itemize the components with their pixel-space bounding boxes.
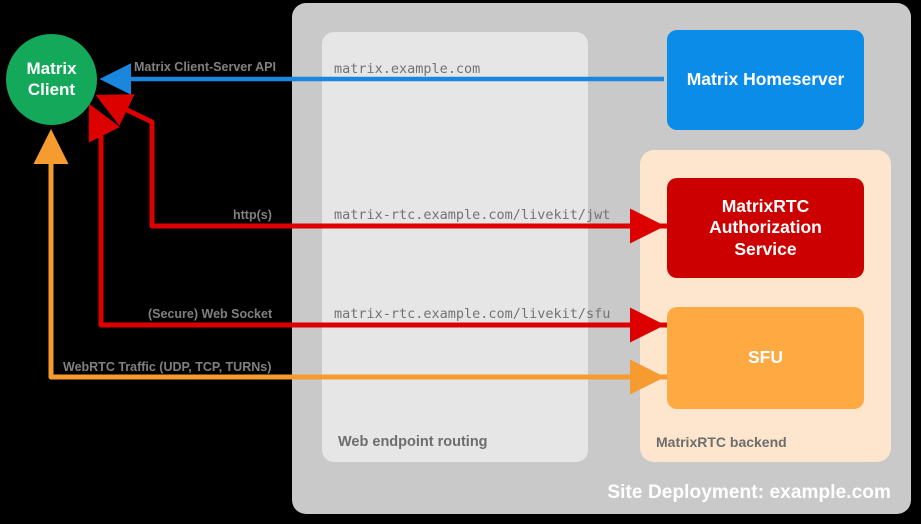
web-endpoint-routing-container: Web endpoint routing [322, 32, 588, 462]
node-matrixrtc-authorization-service[interactable]: MatrixRTC Authorization Service [667, 178, 864, 278]
edge-label-matrix-cs-api: Matrix Client-Server API [134, 60, 276, 74]
endpoint-label-livekit-jwt: matrix-rtc.example.com/livekit/jwt [334, 207, 611, 223]
node-sfu[interactable]: SFU [667, 307, 864, 409]
node-matrix-homeserver-label: Matrix Homeserver [686, 69, 845, 90]
edge-label-secure-web-socket: (Secure) Web Socket [148, 307, 273, 321]
web-endpoint-routing-label: Web endpoint routing [338, 434, 488, 450]
node-matrix-homeserver[interactable]: Matrix Homeserver [667, 30, 864, 130]
node-matrix-client-line1: Matrix [26, 58, 77, 78]
node-auth-line2: Authorization [709, 217, 822, 238]
site-deployment-label: Site Deployment: example.com [607, 482, 891, 503]
endpoint-label-matrix-example-com: matrix.example.com [334, 61, 481, 77]
node-matrix-client-line2: Client [27, 79, 76, 99]
node-auth-line3: Service [734, 238, 797, 259]
node-sfu-label: SFU [748, 347, 783, 368]
edge-label-https: http(s) [233, 208, 272, 222]
matrixrtc-backend-label: MatrixRTC backend [656, 434, 787, 450]
node-auth-line1: MatrixRTC [721, 195, 810, 216]
endpoint-label-livekit-sfu: matrix-rtc.example.com/livekit/sfu [334, 306, 611, 322]
node-matrix-client[interactable]: Matrix Client [6, 34, 97, 125]
edge-label-webrtc-traffic: WebRTC Traffic (UDP, TCP, TURNs) [63, 360, 272, 374]
